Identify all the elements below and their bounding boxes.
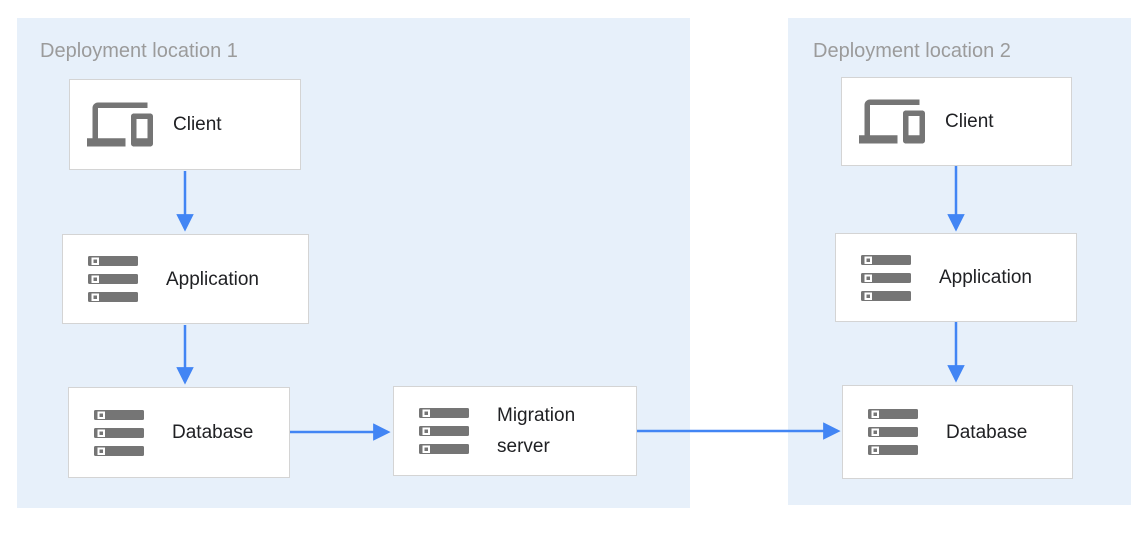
node-label: Database [946,421,1028,443]
node-migration-server: Migration server [393,386,637,476]
devices-icon [859,94,925,149]
node-label: Application [166,268,259,290]
node-client-1: Client [69,79,301,170]
node-label: Client [173,114,222,135]
node-application-2: Application [835,233,1077,322]
server-stack-icon [80,256,146,302]
node-client-2: Client [841,77,1072,166]
node-label: Database [172,422,254,443]
server-stack-icon [860,409,926,455]
node-database-2: Database [842,385,1073,479]
node-label: Migration server [497,405,576,457]
deployment-location-2-title: Deployment location 2 [813,40,1011,62]
devices-icon [87,97,153,152]
server-stack-icon [853,254,919,301]
server-stack-icon [86,409,152,456]
node-database-1: Database [68,387,290,478]
server-stack-icon [411,408,477,454]
node-label: Application [939,267,1032,288]
node-label: Client [945,111,994,132]
node-application-1: Application [62,234,309,324]
deployment-location-1-title: Deployment location 1 [40,40,238,62]
